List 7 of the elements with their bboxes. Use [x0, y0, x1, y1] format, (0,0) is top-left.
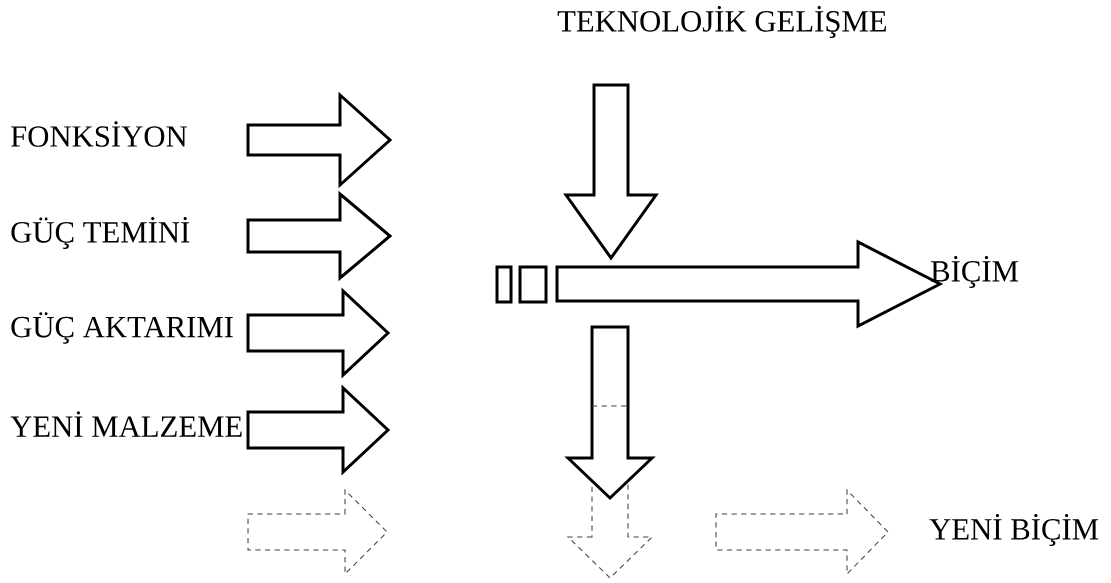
text-label: GÜÇ TEMİNİ [11, 217, 190, 249]
text-label: FONKSİYON [11, 121, 188, 147]
text-label: BİÇİM [931, 256, 1019, 288]
text-label: GÜÇ AKTARIMI [11, 312, 233, 344]
text-label: YENİ MALZEME [10, 411, 242, 437]
text-label: YENİ BİÇİM [929, 514, 1099, 546]
text-label: TEKNOLOJİK GELİŞME [557, 6, 887, 38]
